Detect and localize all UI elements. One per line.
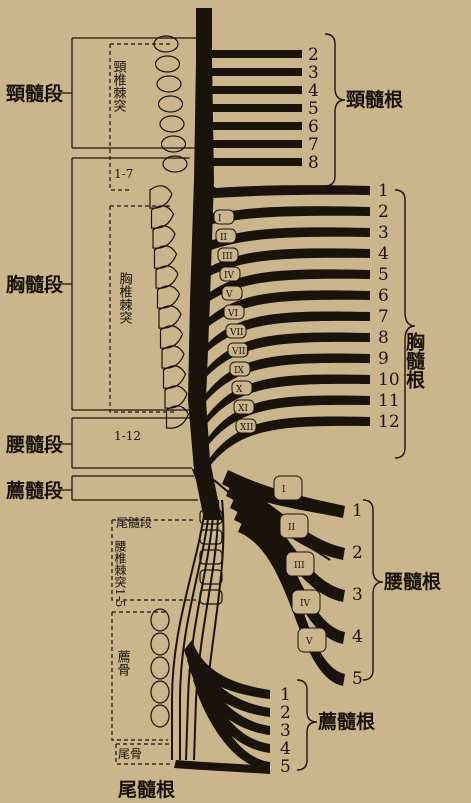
root-number-sacral: 2 [280,703,291,723]
root-number-thoracic: 12 [378,412,400,432]
root-bar-cervical [212,158,302,166]
thoracic-vertebra-roman: VII [229,328,244,338]
thoracic-vertebra-roman: II [220,233,228,243]
thoracic-spinous-process [158,286,180,308]
sacral-segment [151,633,169,655]
cervical-spinous-process [156,56,180,72]
thoracic-spinous-process [159,306,181,328]
thoracic-vertebra-roman: XI [238,404,248,414]
root-number-sacral: 5 [280,757,291,777]
label-lumbar-roots: 腰髓根 [383,570,441,593]
root-bar-cervical [212,122,302,130]
thoracic-vertebra-roman: III [222,252,233,262]
root-bar-cervical [212,50,302,58]
lumbar-vertebra-roman: V [305,637,313,647]
root-bar-cervical [212,140,302,148]
label-coccyx: 尾骨 [118,747,142,761]
thoracic-spinous-process [155,246,177,268]
thoracic-spinous-process [161,326,183,348]
cervical-spinous-process [160,116,184,132]
root-number-sacral: 4 [280,739,291,759]
sacral-segment [151,681,169,703]
label-thoracic-range: 1-12 [114,429,141,443]
thoracic-spinous-process [150,186,172,208]
root-number-thoracic: 9 [378,349,389,369]
thoracic-vertebral-body [214,210,234,224]
root-number-cervical: 4 [308,81,319,101]
root-number-cervical: 3 [308,63,319,83]
thoracic-spinous-process [153,226,175,248]
cervical-spinous-process [162,136,186,152]
root-bar-cervical [212,86,302,94]
label-sacral-roots: 薦髓根 [318,710,375,733]
thoracic-spinous-process [162,346,184,368]
root-number-lumbar: 1 [352,501,363,521]
thoracic-vertebra-roman: X [236,385,243,395]
thoracic-vertebra-roman: VI [227,309,238,319]
sacral-segment [151,609,169,631]
label-thoracic-vertebrae: 胸椎棘突 [117,272,133,324]
thoracic-vertebra-roman: IV [224,271,235,281]
root-number-thoracic: 5 [378,265,389,285]
root-number-sacral: 3 [280,721,291,741]
sacral-segment [151,657,169,679]
label-cervical-segment: 頸髓段 [6,82,64,105]
root-number-sacral: 1 [280,685,291,705]
label-sacral-segment: 薦髓段 [6,479,64,502]
thoracic-spinous-process [152,206,174,228]
root-number-lumbar: 5 [352,669,363,689]
label-cervical-vertebrae: 頸椎棘突 [111,60,127,112]
root-number-cervical: 8 [308,153,319,173]
lumbar-vertebral-body [274,476,302,500]
root-number-thoracic: 7 [378,307,389,327]
thoracic-vertebra-roman: XII [240,423,254,433]
label-thoracic-roots: 胸髓根 [403,331,425,390]
label-sacrum: 薦骨 [115,650,131,676]
root-number-thoracic: 3 [378,223,389,243]
cervical-spinous-process [157,76,181,92]
root-bar-cervical [212,104,302,112]
root-number-lumbar: 2 [352,543,363,563]
thoracic-vertebra-roman: I [218,214,222,224]
root-bar-cervical [212,68,302,76]
root-bar-thoracic [208,182,370,198]
root-number-cervical: 2 [308,45,319,65]
lumbar-vertebra [200,550,222,564]
thoracic-spinous-process [164,366,186,388]
lumbar-vertebra-roman: I [282,485,286,495]
label-cervical-range: 1-7 [114,167,133,181]
lumbar-vertebra-roman: II [288,523,296,533]
root-number-cervical: 7 [308,135,319,155]
root-number-thoracic: 6 [378,286,389,306]
thoracic-spinous-process [167,406,189,428]
thoracic-vertebra-roman: V [225,290,233,300]
label-cervical-roots: 頸髓根 [346,88,403,111]
label-lumbar-vertebrae: 腰椎棘突1-5 [113,540,127,608]
lumbar-vertebra-roman: IV [300,599,311,609]
root-number-lumbar: 3 [352,585,363,605]
cervical-spinous-process [159,96,183,112]
root-number-thoracic: 8 [378,328,389,348]
label-thoracic-segment: 胸髓段 [6,273,64,296]
root-number-thoracic: 11 [378,391,400,411]
thoracic-vertebra-roman: VIII [231,347,250,357]
root-number-cervical: 6 [308,117,319,137]
sacral-segment [151,705,169,727]
lumbar-vertebra-roman: III [294,561,305,571]
root-number-thoracic: 1 [378,181,389,201]
label-lumbar-segment: 腰髓段 [5,433,64,456]
root-number-thoracic: 10 [378,370,400,390]
label-coccygeal-roots: 尾髓根 [118,778,175,801]
root-number-cervical: 5 [308,99,319,119]
thoracic-spinous-process [156,266,178,288]
root-number-thoracic: 4 [378,244,389,264]
root-number-lumbar: 4 [352,627,363,647]
root-number-thoracic: 2 [378,202,389,222]
label-coccygeal-segment: 尾髓段 [116,515,152,530]
thoracic-spinous-process [165,386,187,408]
thoracic-vertebra-roman: IX [234,366,245,376]
